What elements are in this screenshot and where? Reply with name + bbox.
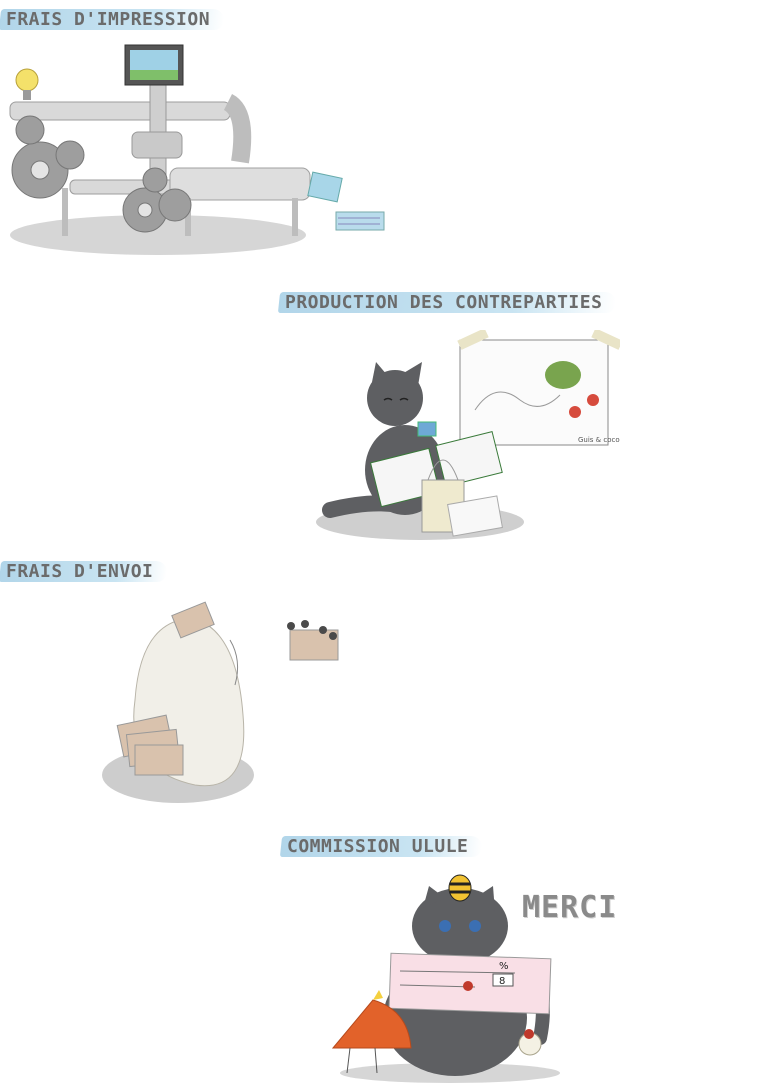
printing-machine-illustration [9,44,385,255]
cat-check-illustration: % 8 [331,874,560,1083]
section-heading-shipping: FRAIS D'ENVOI [0,558,169,584]
merci-text: MERCI [522,890,618,925]
section-heading-ulule: COMMISSION ULULE [279,833,484,859]
check-amount: 8 [499,976,505,987]
section-title: COMMISSION ULULE [287,835,469,857]
mail-sack-illustration [102,601,339,803]
section-heading-rewards: PRODUCTION DES CONTREPARTIES [277,289,618,315]
cat-rewards-illustration: Guis & coco [316,330,620,540]
check-percent: % [499,961,509,972]
section-title: FRAIS D'IMPRESSION [6,8,211,30]
section-heading-printing: FRAIS D'IMPRESSION [0,6,226,32]
section-title: FRAIS D'ENVOI [6,560,154,582]
poster-caption: Guis & coco [578,436,620,444]
section-title: PRODUCTION DES CONTREPARTIES [285,291,603,313]
